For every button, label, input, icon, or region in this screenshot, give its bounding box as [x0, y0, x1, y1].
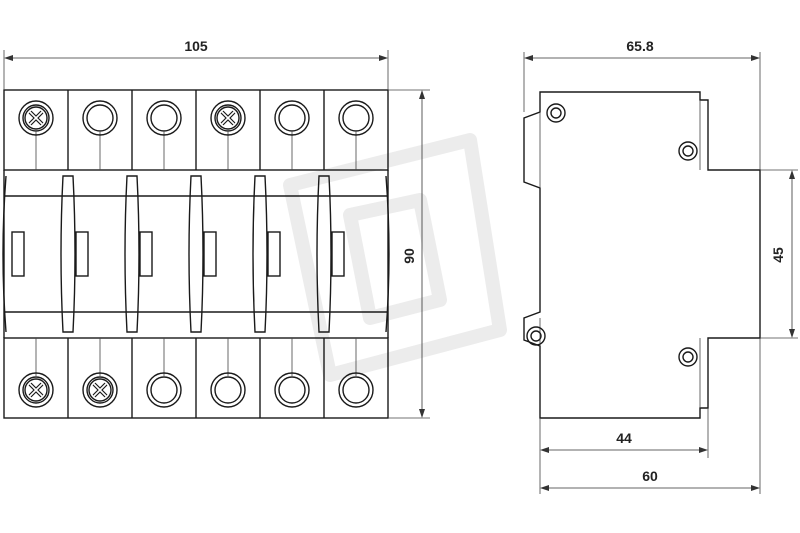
- cross-screw-terminal: [18, 100, 54, 136]
- cross-screw-terminal: [18, 372, 54, 408]
- side-screw-top-left: [546, 103, 566, 123]
- dimension-side-total-depth: 60: [539, 338, 761, 494]
- cross-screw-terminal: [210, 100, 246, 136]
- round-terminal: [274, 100, 310, 136]
- pole-rib: [2, 175, 7, 333]
- front-view: [2, 89, 390, 419]
- round-terminal: [338, 372, 374, 408]
- pole-window: [203, 231, 217, 277]
- pole-rib: [316, 175, 332, 333]
- dimension-front-height: 90: [388, 89, 430, 419]
- side-screw-bottom-right: [678, 347, 698, 367]
- pole-window: [75, 231, 89, 277]
- pole-window: [267, 231, 281, 277]
- round-terminal: [82, 100, 118, 136]
- pole-windows: [11, 231, 345, 277]
- watermark-logo: [283, 133, 507, 382]
- pole-rib: [60, 175, 76, 333]
- round-terminal: [274, 372, 310, 408]
- dimension-side-depth: 65.8: [523, 38, 761, 170]
- side-view: [523, 91, 761, 419]
- round-terminal: [210, 372, 246, 408]
- pole-rib: [188, 175, 204, 333]
- pole-rib: [252, 175, 268, 333]
- pole-rib: [385, 175, 390, 333]
- round-terminal: [146, 100, 182, 136]
- bottom-terminals: [18, 372, 374, 408]
- pole-window: [139, 231, 153, 277]
- dimension-side-front-height: 45: [760, 169, 798, 339]
- dim-label-side-front-height: 45: [770, 247, 786, 263]
- pole-window: [331, 231, 345, 277]
- top-terminals: [18, 100, 374, 136]
- pole-ribs: [2, 175, 390, 333]
- front-body: [3, 170, 389, 338]
- dim-label-side-rail-depth: 44: [616, 430, 632, 446]
- dim-label-front-width: 105: [184, 38, 208, 54]
- side-screw-top-right: [678, 141, 698, 161]
- dim-label-front-height: 90: [401, 248, 417, 264]
- dimension-side-rail-depth: 44: [539, 408, 709, 458]
- pole-separators: [35, 90, 357, 418]
- dimension-front-width: 105: [3, 38, 389, 90]
- cross-screw-terminal: [82, 372, 118, 408]
- side-profile: [523, 91, 761, 419]
- side-screw-bottom-left: [526, 326, 546, 346]
- round-terminal: [146, 372, 182, 408]
- pole-rib: [124, 175, 140, 333]
- dim-label-side-depth: 65.8: [626, 38, 653, 54]
- round-terminal: [338, 100, 374, 136]
- pole-window: [11, 231, 25, 277]
- dim-label-side-total-depth: 60: [642, 468, 658, 484]
